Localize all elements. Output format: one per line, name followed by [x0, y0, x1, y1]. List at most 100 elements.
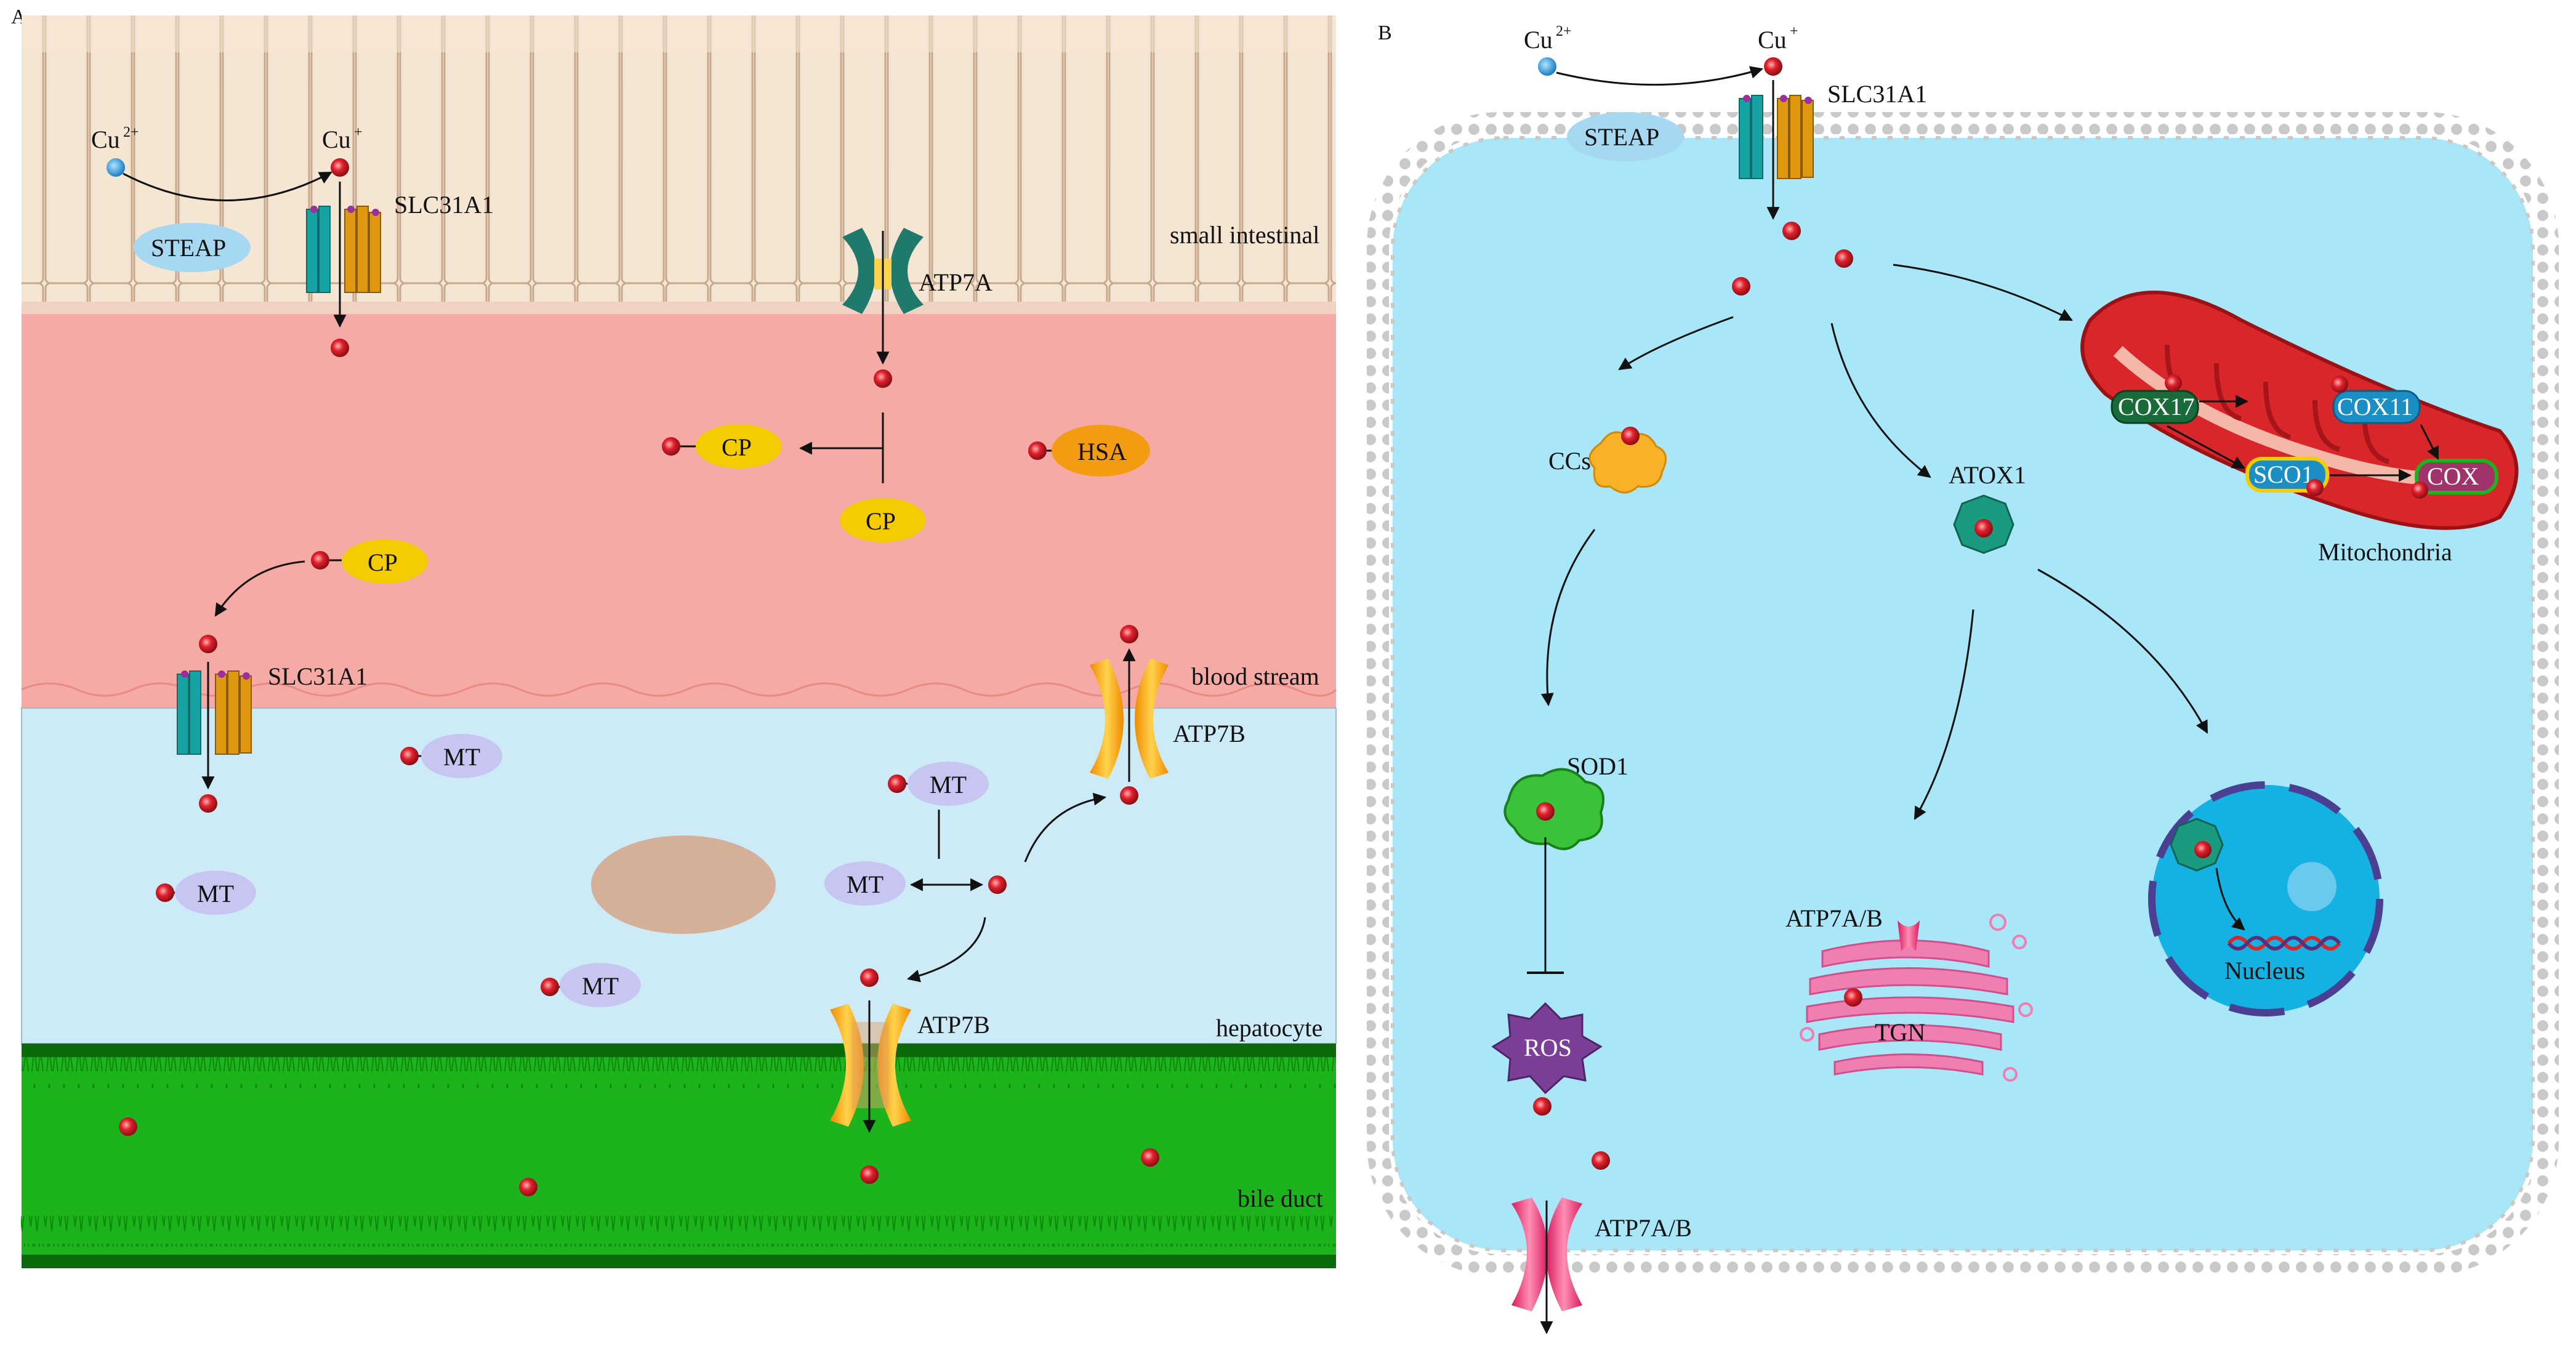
- copper-ion-icon: [541, 978, 559, 996]
- panel-b: B Cu 2+ Cu + SLC31A1 STEAP: [1367, 22, 2559, 1335]
- cox11-label: COX11: [2337, 393, 2413, 420]
- ceruloplasmin: [840, 498, 926, 542]
- copper-ion-icon: [1141, 1148, 1159, 1167]
- b-cu1-label: Cu: [1758, 26, 1787, 54]
- steap-label: STEAP: [151, 234, 226, 262]
- transporter-icon: [306, 206, 381, 293]
- cupric-ion-icon: [1538, 57, 1556, 76]
- copper-ion-icon: [199, 794, 217, 813]
- cp-label-3: CP: [368, 549, 398, 576]
- atpase-icon: [830, 1004, 911, 1127]
- b-cu2-label: Cu: [1524, 26, 1553, 54]
- copper-ion-icon: [156, 883, 174, 902]
- cox17-label: COX17: [2118, 393, 2194, 420]
- cu1-superscript: +: [354, 124, 363, 140]
- metallothionein: [824, 861, 906, 906]
- metallothionein: [175, 871, 256, 915]
- b-cu2-superscript: 2+: [1556, 23, 1572, 39]
- copper-ion-icon: [1120, 625, 1138, 643]
- atpase-icon: [1511, 1197, 1582, 1311]
- atox1-label: ATOX1: [1949, 461, 2026, 489]
- copper-ion-icon: [860, 968, 879, 987]
- ros-label: ROS: [1524, 1034, 1572, 1061]
- bile-duct-label: bile duct: [1238, 1185, 1323, 1212]
- copper-ion-icon: [2411, 481, 2428, 499]
- copper-ion-icon: [119, 1117, 137, 1136]
- copper-ion-icon: [1536, 802, 1555, 821]
- copper-ion-icon: [2165, 374, 2182, 392]
- blood-region: [22, 314, 1336, 708]
- copper-ion-icon: [1732, 277, 1750, 296]
- copper-ion-icon: [1782, 222, 1801, 240]
- mt-label-1: MT: [443, 743, 480, 771]
- mt-label-5: MT: [582, 972, 619, 1000]
- b-slc31a1-label: SLC31A1: [1827, 80, 1927, 108]
- copper-ion-icon: [1621, 427, 1640, 445]
- steap-protein: [134, 223, 251, 272]
- copper-ion-icon: [860, 1165, 879, 1184]
- copper-ion-icon: [1764, 57, 1782, 76]
- ccs-label: CCs: [1548, 447, 1591, 475]
- epithelial-base: [22, 302, 1336, 314]
- nucleus-shape: [591, 835, 776, 934]
- copper-ion-icon: [1974, 519, 1993, 537]
- atp7ab-bottom-label: ATP7A/B: [1595, 1214, 1692, 1242]
- cox17-protein: [2111, 390, 2199, 424]
- hsa-protein: [1052, 425, 1150, 477]
- mitochondria-label: Mitochondria: [2318, 538, 2452, 566]
- b-steap-label: STEAP: [1584, 123, 1659, 151]
- copper-ion-icon: [662, 437, 680, 456]
- mt-label-2: MT: [930, 771, 967, 799]
- sco1-label: SCO1: [2253, 461, 2314, 488]
- metallothionein: [421, 734, 502, 778]
- metallothionein: [560, 963, 641, 1007]
- sco1-protein: [2245, 457, 2329, 493]
- cu2-superscript: 2+: [123, 124, 139, 140]
- hsa-label: HSA: [1077, 438, 1127, 465]
- hepatocyte-label: hepatocyte: [1216, 1014, 1322, 1042]
- panel-a: A Cu 2+ Cu + STEAP: [11, 6, 1337, 1268]
- cox-protein: [2415, 459, 2498, 494]
- copper-ion-icon: [874, 369, 892, 388]
- copper-ion-icon: [1533, 1097, 1552, 1116]
- copper-ion-icon: [1592, 1151, 1610, 1170]
- panel-b-label: B: [1378, 22, 1392, 44]
- cell-cytoplasm: [1393, 138, 2533, 1250]
- atp7b-bottom-label: ATP7B: [917, 1011, 990, 1039]
- transporter-icon: [177, 670, 252, 755]
- copper-ion-icon: [1844, 988, 1862, 1007]
- cu1-label: Cu: [322, 126, 351, 153]
- atpase-icon: [1090, 659, 1169, 779]
- cox-label: COX: [2427, 462, 2479, 490]
- ceruloplasmin: [342, 539, 428, 584]
- cupric-ion-icon: [107, 158, 125, 177]
- cox11-protein: [2332, 390, 2421, 424]
- tgn-label: TGN: [1875, 1018, 1925, 1046]
- ceruloplasmin: [696, 424, 782, 469]
- copper-ion-icon: [1028, 441, 1047, 460]
- golgi-icon: [1800, 914, 2033, 1082]
- copper-ion-icon: [1120, 786, 1138, 805]
- slc31a1-top-label: SLC31A1: [394, 191, 494, 219]
- slc31a1-mid-label: SLC31A1: [268, 662, 368, 690]
- copper-ion-icon: [400, 747, 419, 765]
- small-intestinal-label: small intestinal: [1170, 221, 1319, 249]
- copper-ion-icon: [1835, 249, 1853, 268]
- metallothionein: [908, 762, 989, 806]
- cp-label-2: CP: [866, 507, 896, 535]
- copper-ion-icon: [988, 875, 1007, 894]
- copper-ion-icon: [2194, 841, 2212, 858]
- transporter-icon: [1739, 95, 1814, 179]
- nucleus-label: Nucleus: [2224, 957, 2305, 984]
- cp-label-1: CP: [722, 433, 752, 461]
- copper-ion-icon: [2306, 479, 2324, 496]
- atp7ab-golgi-label: ATP7A/B: [1785, 904, 1883, 932]
- mt-label-4: MT: [197, 880, 234, 907]
- steap-protein: [1567, 112, 1684, 161]
- atp7a-label: ATP7A: [919, 268, 992, 296]
- copper-ion-icon: [199, 635, 217, 653]
- mt-label-3: MT: [847, 871, 883, 898]
- copper-ion-icon: [519, 1178, 537, 1196]
